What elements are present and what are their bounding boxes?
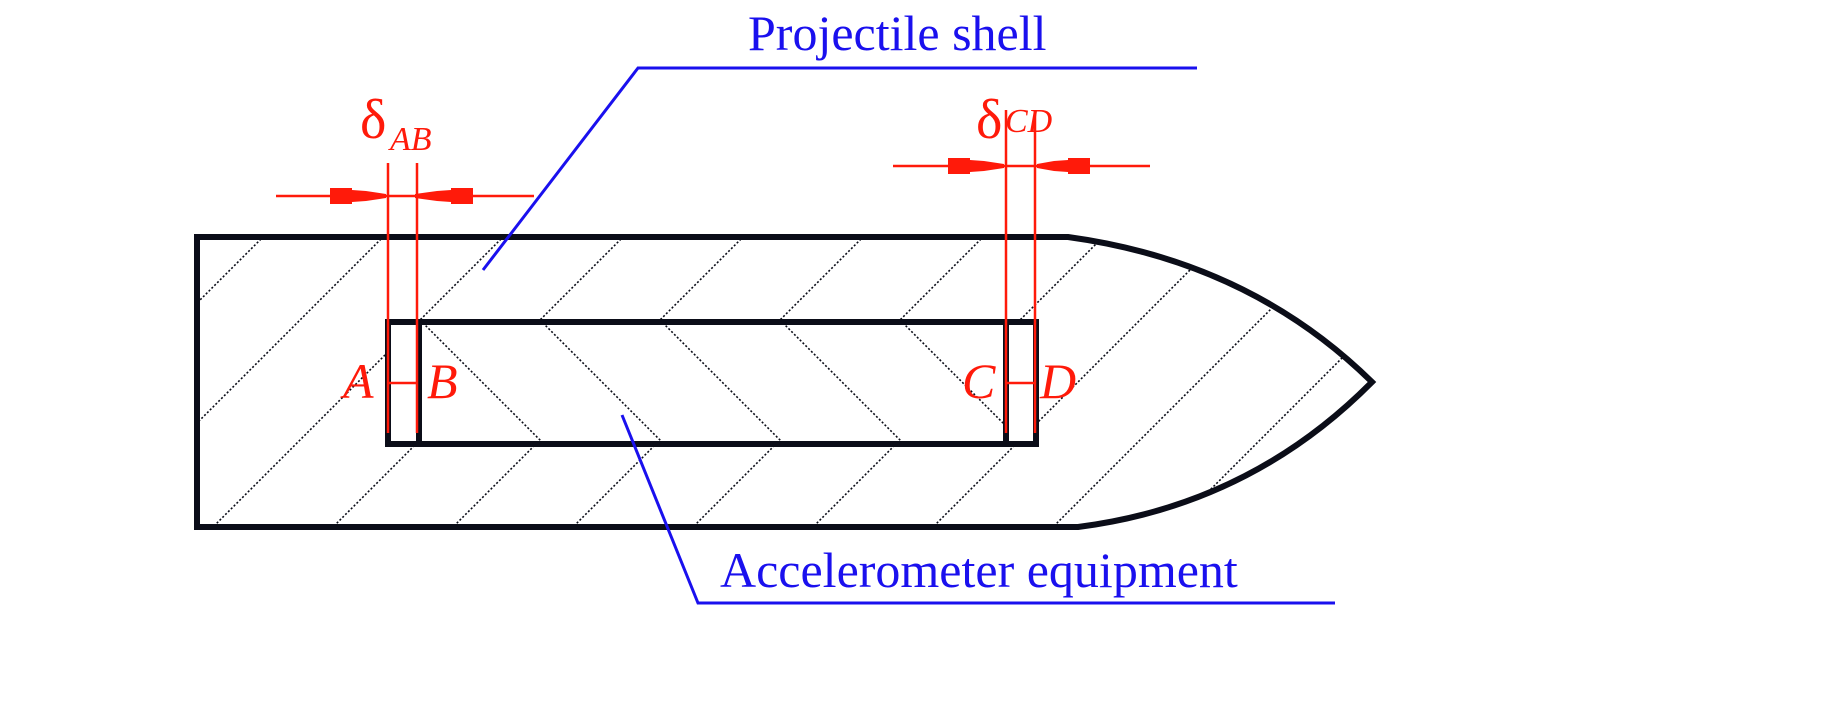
dimension-cd: [893, 110, 1150, 433]
hatch-line: [780, 322, 906, 444]
hatch-line: [1259, 237, 1372, 527]
hatch-line: [197, 237, 271, 527]
hatch-line: [1380, 230, 1710, 560]
delta-ab-subscript: AB: [388, 121, 432, 158]
point-d-label: D: [1039, 353, 1076, 409]
point-b-label: B: [427, 353, 458, 409]
equipment-hatching: [420, 322, 1006, 444]
point-c-label: C: [962, 353, 996, 409]
delta-cd-subscript: CD: [1005, 103, 1053, 140]
dimension-cd-arrows: [948, 158, 1090, 174]
equipment-leader-line: [620, 414, 1335, 605]
hatch-line: [660, 322, 786, 444]
dimension-ab-arrows: [330, 188, 473, 204]
hatch-line: [0, 230, 150, 560]
projectile-shell-label: Projectile shell: [748, 5, 1047, 61]
hatch-line: [899, 237, 1231, 527]
shell-leader-line: [481, 66, 1197, 271]
dimension-ab: [276, 163, 534, 433]
hatch-line: [197, 237, 391, 527]
hatch-line: [420, 322, 546, 444]
point-a-label: A: [340, 353, 374, 409]
delta-ab-symbol: δ: [360, 89, 386, 151]
accelerometer-equipment-label: Accelerometer equipment: [720, 542, 1238, 598]
projectile-shell-outline: [194, 234, 1377, 530]
cavity-background: [388, 322, 1036, 444]
hatch-line: [197, 237, 511, 527]
hatch-line: [1139, 237, 1372, 527]
hatch-line: [540, 322, 666, 444]
delta-cd-symbol: δ: [976, 89, 1002, 151]
